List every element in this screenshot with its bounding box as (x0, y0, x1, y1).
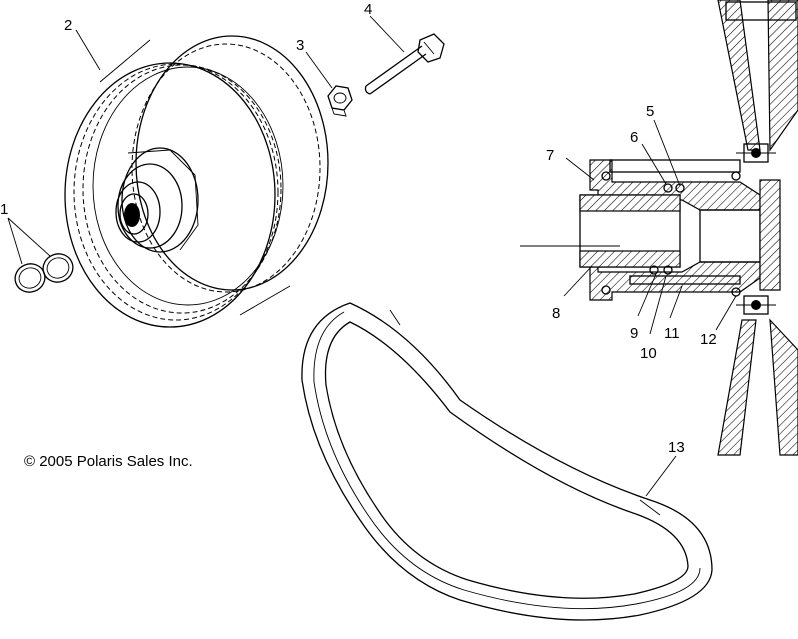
callout-4: 4 (364, 1, 372, 18)
drive-belt (301, 302, 713, 621)
callout-3: 3 (296, 37, 304, 54)
callout-2: 2 (64, 17, 72, 34)
callout-7: 7 (546, 147, 554, 164)
callout-9: 9 (630, 325, 638, 342)
callout-6: 6 (630, 129, 638, 146)
ring-pair (14, 253, 74, 293)
callout-labels: 1 2 3 4 5 6 7 8 9 10 11 12 13 (0, 1, 717, 456)
leader-lines (7, 15, 737, 497)
callout-8: 8 (552, 305, 560, 322)
driven-clutch-sheave (64, 35, 329, 328)
callout-1: 1 (0, 201, 8, 218)
clutch-cross-section (520, 0, 798, 456)
callout-11: 11 (664, 325, 680, 342)
callout-13: 13 (668, 439, 685, 456)
bolt (364, 33, 445, 95)
callout-5: 5 (646, 103, 654, 120)
callout-10: 10 (640, 345, 657, 362)
copyright-notice: © 2005 Polaris Sales Inc. (24, 453, 193, 470)
callout-12: 12 (700, 331, 717, 348)
nut (327, 85, 353, 117)
